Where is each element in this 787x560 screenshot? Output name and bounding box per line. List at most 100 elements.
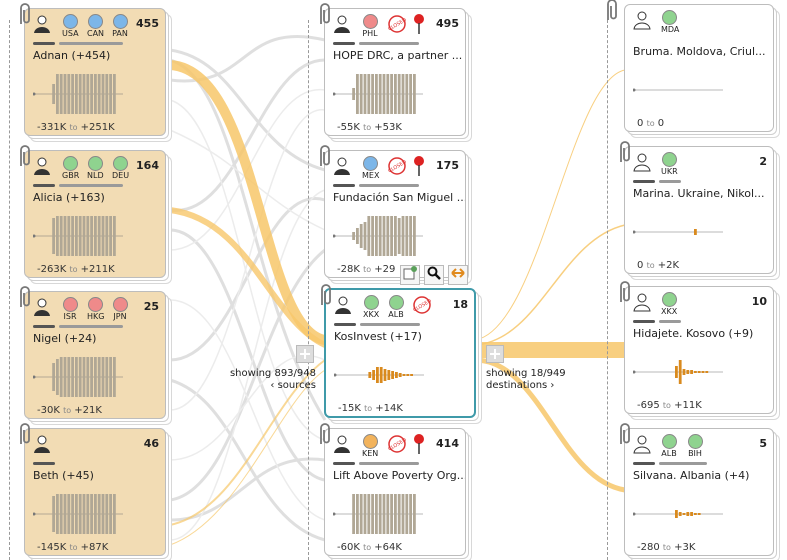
lender-card[interactable]: XKX 10 Hidajete. Kosovo (+9) -695 to +11… bbox=[620, 281, 774, 414]
histogram-bar bbox=[52, 218, 55, 236]
histogram-bar bbox=[397, 94, 401, 114]
histogram-bar bbox=[109, 514, 112, 534]
destinations-showing[interactable]: showing 18/949 destinations › bbox=[486, 368, 566, 391]
histogram-bar bbox=[363, 236, 367, 250]
histogram-bar bbox=[86, 216, 90, 236]
histogram-bar bbox=[86, 514, 90, 534]
histogram-bar bbox=[356, 514, 359, 534]
swap-button[interactable] bbox=[448, 265, 468, 285]
balance-histogram bbox=[633, 88, 723, 92]
histogram-bar bbox=[101, 357, 105, 377]
histogram-bar bbox=[75, 377, 78, 397]
histogram-bar bbox=[382, 74, 386, 94]
person-icon bbox=[34, 157, 50, 175]
histogram-bar bbox=[67, 357, 71, 377]
country-badge: ALB bbox=[388, 295, 404, 319]
zoom-button[interactable] bbox=[424, 265, 444, 285]
histogram-bar bbox=[59, 494, 63, 514]
swap-arrows-icon bbox=[451, 268, 465, 278]
histogram-bar bbox=[113, 494, 116, 514]
selected-loan-card[interactable]: XKX ALB CLOSED 18 KosInvest (+17) -15K t… bbox=[321, 284, 476, 418]
histogram-bar bbox=[105, 494, 109, 514]
histogram-bar bbox=[675, 366, 678, 372]
histogram-bar bbox=[382, 514, 386, 534]
histogram-bar bbox=[413, 236, 416, 256]
histogram-bar bbox=[367, 94, 371, 114]
histogram-bar bbox=[367, 494, 371, 514]
histogram-bar bbox=[52, 236, 55, 254]
histogram-bar bbox=[686, 370, 690, 372]
histogram-bar bbox=[397, 514, 401, 534]
source-card[interactable]: GBR NLD DEU 164 Alicia (+163) -263K to +… bbox=[20, 145, 166, 278]
add-destinations-button[interactable] bbox=[486, 345, 504, 363]
sources-showing[interactable]: showing 893/948 ‹ sources bbox=[229, 368, 316, 391]
histogram-bar bbox=[105, 514, 109, 534]
histogram-bar bbox=[375, 94, 378, 114]
histogram-bar bbox=[352, 88, 355, 94]
balance-histogram bbox=[33, 216, 123, 256]
histogram-bar bbox=[78, 216, 82, 236]
range-label: 0 to 0 bbox=[637, 118, 665, 129]
histogram-bar bbox=[90, 236, 93, 256]
source-card[interactable]: USA CAN PAN 455 Adnan (+454) -331K to +2… bbox=[20, 3, 166, 136]
add-card-button[interactable] bbox=[400, 265, 420, 285]
histogram-bar bbox=[697, 371, 701, 372]
histogram-bar bbox=[94, 236, 97, 256]
balance-histogram bbox=[633, 510, 723, 518]
lender-card[interactable]: MDA Bruma. Moldova, Criul... 0 to 0 bbox=[607, 0, 774, 132]
histogram-bar bbox=[363, 494, 367, 514]
histogram-bar bbox=[78, 357, 82, 377]
add-sources-button[interactable] bbox=[296, 345, 314, 363]
card-title: Lift Above Poverty Org... bbox=[333, 469, 465, 482]
source-card[interactable]: ISR HKG JPN 25 Nigel (+24) -30K to +21K bbox=[20, 286, 166, 419]
closed-stamp-icon: CLOSED bbox=[412, 296, 432, 314]
card-title: Adnan (+454) bbox=[33, 49, 111, 62]
histogram-bar bbox=[82, 74, 86, 94]
lender-card[interactable]: UKR 2 Marina. Ukraine, Nikol... 0 to +2K bbox=[620, 141, 774, 274]
histogram-bar bbox=[59, 216, 63, 236]
histogram-bar bbox=[382, 494, 386, 514]
histogram-bar bbox=[86, 74, 90, 94]
balance-histogram bbox=[333, 216, 423, 256]
paperclip-icon bbox=[320, 3, 330, 24]
range-label: -280 to +3K bbox=[637, 542, 696, 553]
histogram-bar bbox=[56, 236, 59, 256]
histogram-bar bbox=[705, 372, 709, 373]
histogram-bar bbox=[71, 74, 74, 94]
histogram-bar bbox=[694, 229, 697, 232]
histogram-bar bbox=[413, 514, 416, 534]
histogram-bar bbox=[402, 374, 406, 375]
paperclip-icon bbox=[20, 423, 30, 444]
histogram-bar bbox=[71, 216, 74, 236]
histogram-bar bbox=[90, 74, 93, 94]
histogram-bar bbox=[75, 236, 78, 256]
histogram-bar bbox=[686, 512, 690, 514]
balance-histogram bbox=[33, 494, 123, 534]
lender-card[interactable]: ALB BIH 5 Silvana. Albania (+4) -280 to … bbox=[620, 423, 774, 556]
histogram-bar bbox=[405, 94, 409, 114]
histogram-bar bbox=[678, 512, 682, 514]
loan-card[interactable]: PHL CLOSED 495 HOPE DRC, a partner ... -… bbox=[320, 3, 466, 136]
histogram-bar bbox=[394, 74, 397, 94]
country-badge: JPN bbox=[112, 297, 128, 321]
histogram-bar bbox=[363, 94, 367, 114]
histogram-bar bbox=[359, 514, 363, 534]
histogram-bar bbox=[371, 216, 374, 236]
country-badge: BIH bbox=[687, 434, 703, 458]
loan-card[interactable]: KEN CLOSED 414 Lift Above Poverty Org...… bbox=[320, 423, 466, 556]
magnifier-icon bbox=[427, 266, 441, 280]
histogram-bar bbox=[78, 494, 82, 514]
loan-card[interactable]: MEX CLOSED 175 Fundación San Miguel ... … bbox=[320, 145, 466, 278]
histogram-bar bbox=[97, 94, 101, 114]
histogram-bar bbox=[67, 494, 71, 514]
histogram-bar bbox=[694, 232, 697, 235]
card-title: Fundación San Miguel ... bbox=[333, 191, 465, 204]
histogram-bar bbox=[375, 494, 378, 514]
balance-histogram bbox=[333, 494, 423, 534]
histogram-bar bbox=[82, 377, 86, 397]
histogram-bar bbox=[375, 216, 378, 236]
histogram-bar bbox=[352, 232, 355, 236]
histogram-bar bbox=[675, 372, 678, 378]
histogram-bar bbox=[682, 513, 686, 514]
source-card[interactable]: 46 Beth (+45) -145K to +87K bbox=[20, 423, 166, 556]
